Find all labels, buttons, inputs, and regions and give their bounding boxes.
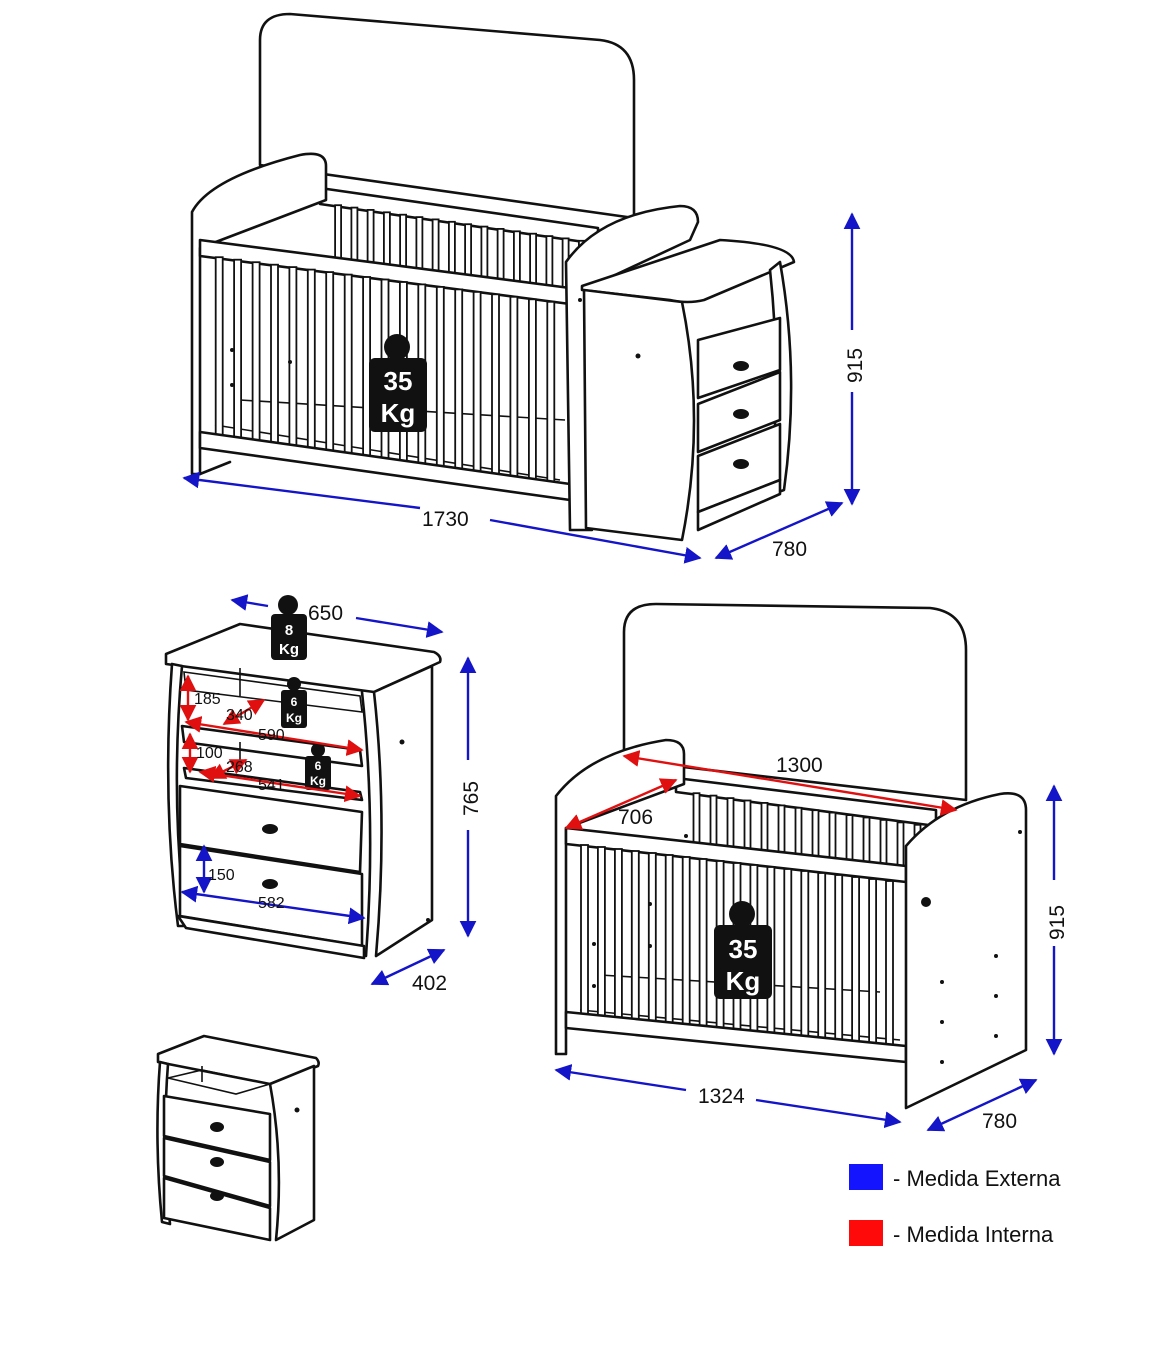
dresser-drawer-height-label: 150 — [208, 867, 235, 884]
slat — [546, 300, 556, 484]
slat — [464, 223, 473, 279]
crib-combo-drawing — [190, 12, 796, 542]
slat — [288, 266, 298, 447]
slat — [435, 285, 445, 468]
crib-combo-depth-label: 780 — [772, 538, 807, 561]
slat — [868, 878, 877, 1047]
slat — [817, 872, 827, 1041]
crib-weight-value: 35 — [729, 934, 758, 964]
crib-weight-badge: 35 Kg — [714, 901, 772, 999]
slat — [251, 261, 261, 442]
crib-combo-dimensions: 1730 780 915 — [182, 212, 867, 564]
slat — [447, 220, 456, 278]
crib-inner-length-label: 1300 — [776, 754, 823, 777]
slat — [630, 850, 640, 1022]
dresser-height-label: 765 — [460, 781, 483, 816]
dresser-shelf1-weight-badge: 6 Kg — [281, 677, 307, 728]
legend-external-label: - Medida Externa — [893, 1166, 1061, 1191]
slat — [480, 225, 489, 281]
crib-weight-unit: Kg — [726, 966, 761, 996]
slat — [350, 206, 359, 266]
slat — [800, 870, 810, 1040]
dresser-drawing — [164, 622, 442, 960]
slat — [664, 854, 674, 1025]
slat — [382, 211, 391, 270]
slat — [783, 868, 793, 1038]
slat — [415, 216, 424, 274]
crib-combo-height-label: 915 — [844, 348, 867, 383]
slat — [885, 880, 894, 1049]
crib-combo-weight-unit: Kg — [381, 398, 416, 428]
dresser-shelf1-weight-unit: Kg — [286, 711, 302, 725]
legend-internal-swatch — [849, 1220, 883, 1246]
slat — [834, 874, 844, 1043]
slat — [647, 852, 657, 1024]
dresser-shelf1-height-label: 185 — [194, 691, 221, 708]
slat — [270, 263, 279, 445]
slat — [306, 268, 316, 450]
crib-combo-weight-badge: 35 Kg — [369, 334, 427, 432]
slat — [496, 227, 505, 283]
crib-drawing — [554, 602, 1028, 1110]
slat — [214, 256, 224, 437]
slat — [528, 298, 537, 481]
legend-external-swatch — [849, 1164, 883, 1190]
slat — [472, 290, 482, 474]
slat — [580, 844, 589, 1016]
slat — [454, 288, 464, 471]
legend-internal-label: - Medida Interna — [893, 1222, 1054, 1247]
dresser-top-weight-badge: 8 Kg — [271, 595, 307, 660]
dresser-width-label: 650 — [308, 602, 343, 625]
dresser-shelf2-weight-value: 6 — [315, 759, 322, 773]
crib-dimensions: 1300 706 915 1324 780 — [554, 750, 1069, 1133]
slat — [851, 876, 860, 1045]
crib-depth-label: 780 — [982, 1110, 1017, 1133]
crib-height-label: 915 — [1046, 905, 1069, 940]
slat — [681, 856, 691, 1027]
slat — [698, 858, 708, 1029]
slat — [597, 846, 606, 1018]
slat — [366, 208, 375, 268]
slat — [509, 295, 519, 479]
dresser-dimensions: 650 765 402 185 340 590 100 268 541 150 … — [179, 594, 483, 995]
slat — [491, 293, 500, 476]
slat — [692, 792, 701, 851]
dresser-drawer-width-label: 582 — [258, 895, 285, 912]
crib-width-label: 1324 — [698, 1085, 745, 1108]
nightstand-drawing — [156, 1034, 320, 1242]
dresser-top-weight-unit: Kg — [279, 641, 299, 658]
slat — [343, 273, 353, 455]
slat — [513, 230, 521, 285]
dresser-shelf1-weight-value: 6 — [291, 695, 298, 709]
crib-inner-width-label: 706 — [618, 806, 653, 829]
dresser-shelf2-height-label: 100 — [196, 745, 223, 762]
dresser-shelf1-width-label: 590 — [258, 727, 285, 744]
dresser-shelf1-depth-label: 340 — [226, 707, 253, 724]
slat — [545, 235, 554, 289]
legend: - Medida Externa - Medida Interna — [849, 1164, 1061, 1247]
dresser-top-weight-value: 8 — [285, 622, 293, 639]
slat — [529, 232, 537, 287]
slat — [614, 848, 623, 1020]
dresser-shelf2-depth-label: 268 — [226, 759, 253, 776]
slat — [431, 218, 440, 276]
slat — [233, 258, 243, 439]
dresser-shelf2-weight-unit: Kg — [310, 774, 326, 788]
slat — [325, 271, 335, 453]
dresser-shelf2-width-label: 541 — [258, 777, 285, 794]
dresser-depth-label: 402 — [412, 972, 447, 995]
crib-combo-weight-value: 35 — [384, 366, 413, 396]
slat — [334, 204, 343, 264]
crib-combo-width-label: 1730 — [422, 508, 469, 531]
slat — [399, 213, 408, 272]
